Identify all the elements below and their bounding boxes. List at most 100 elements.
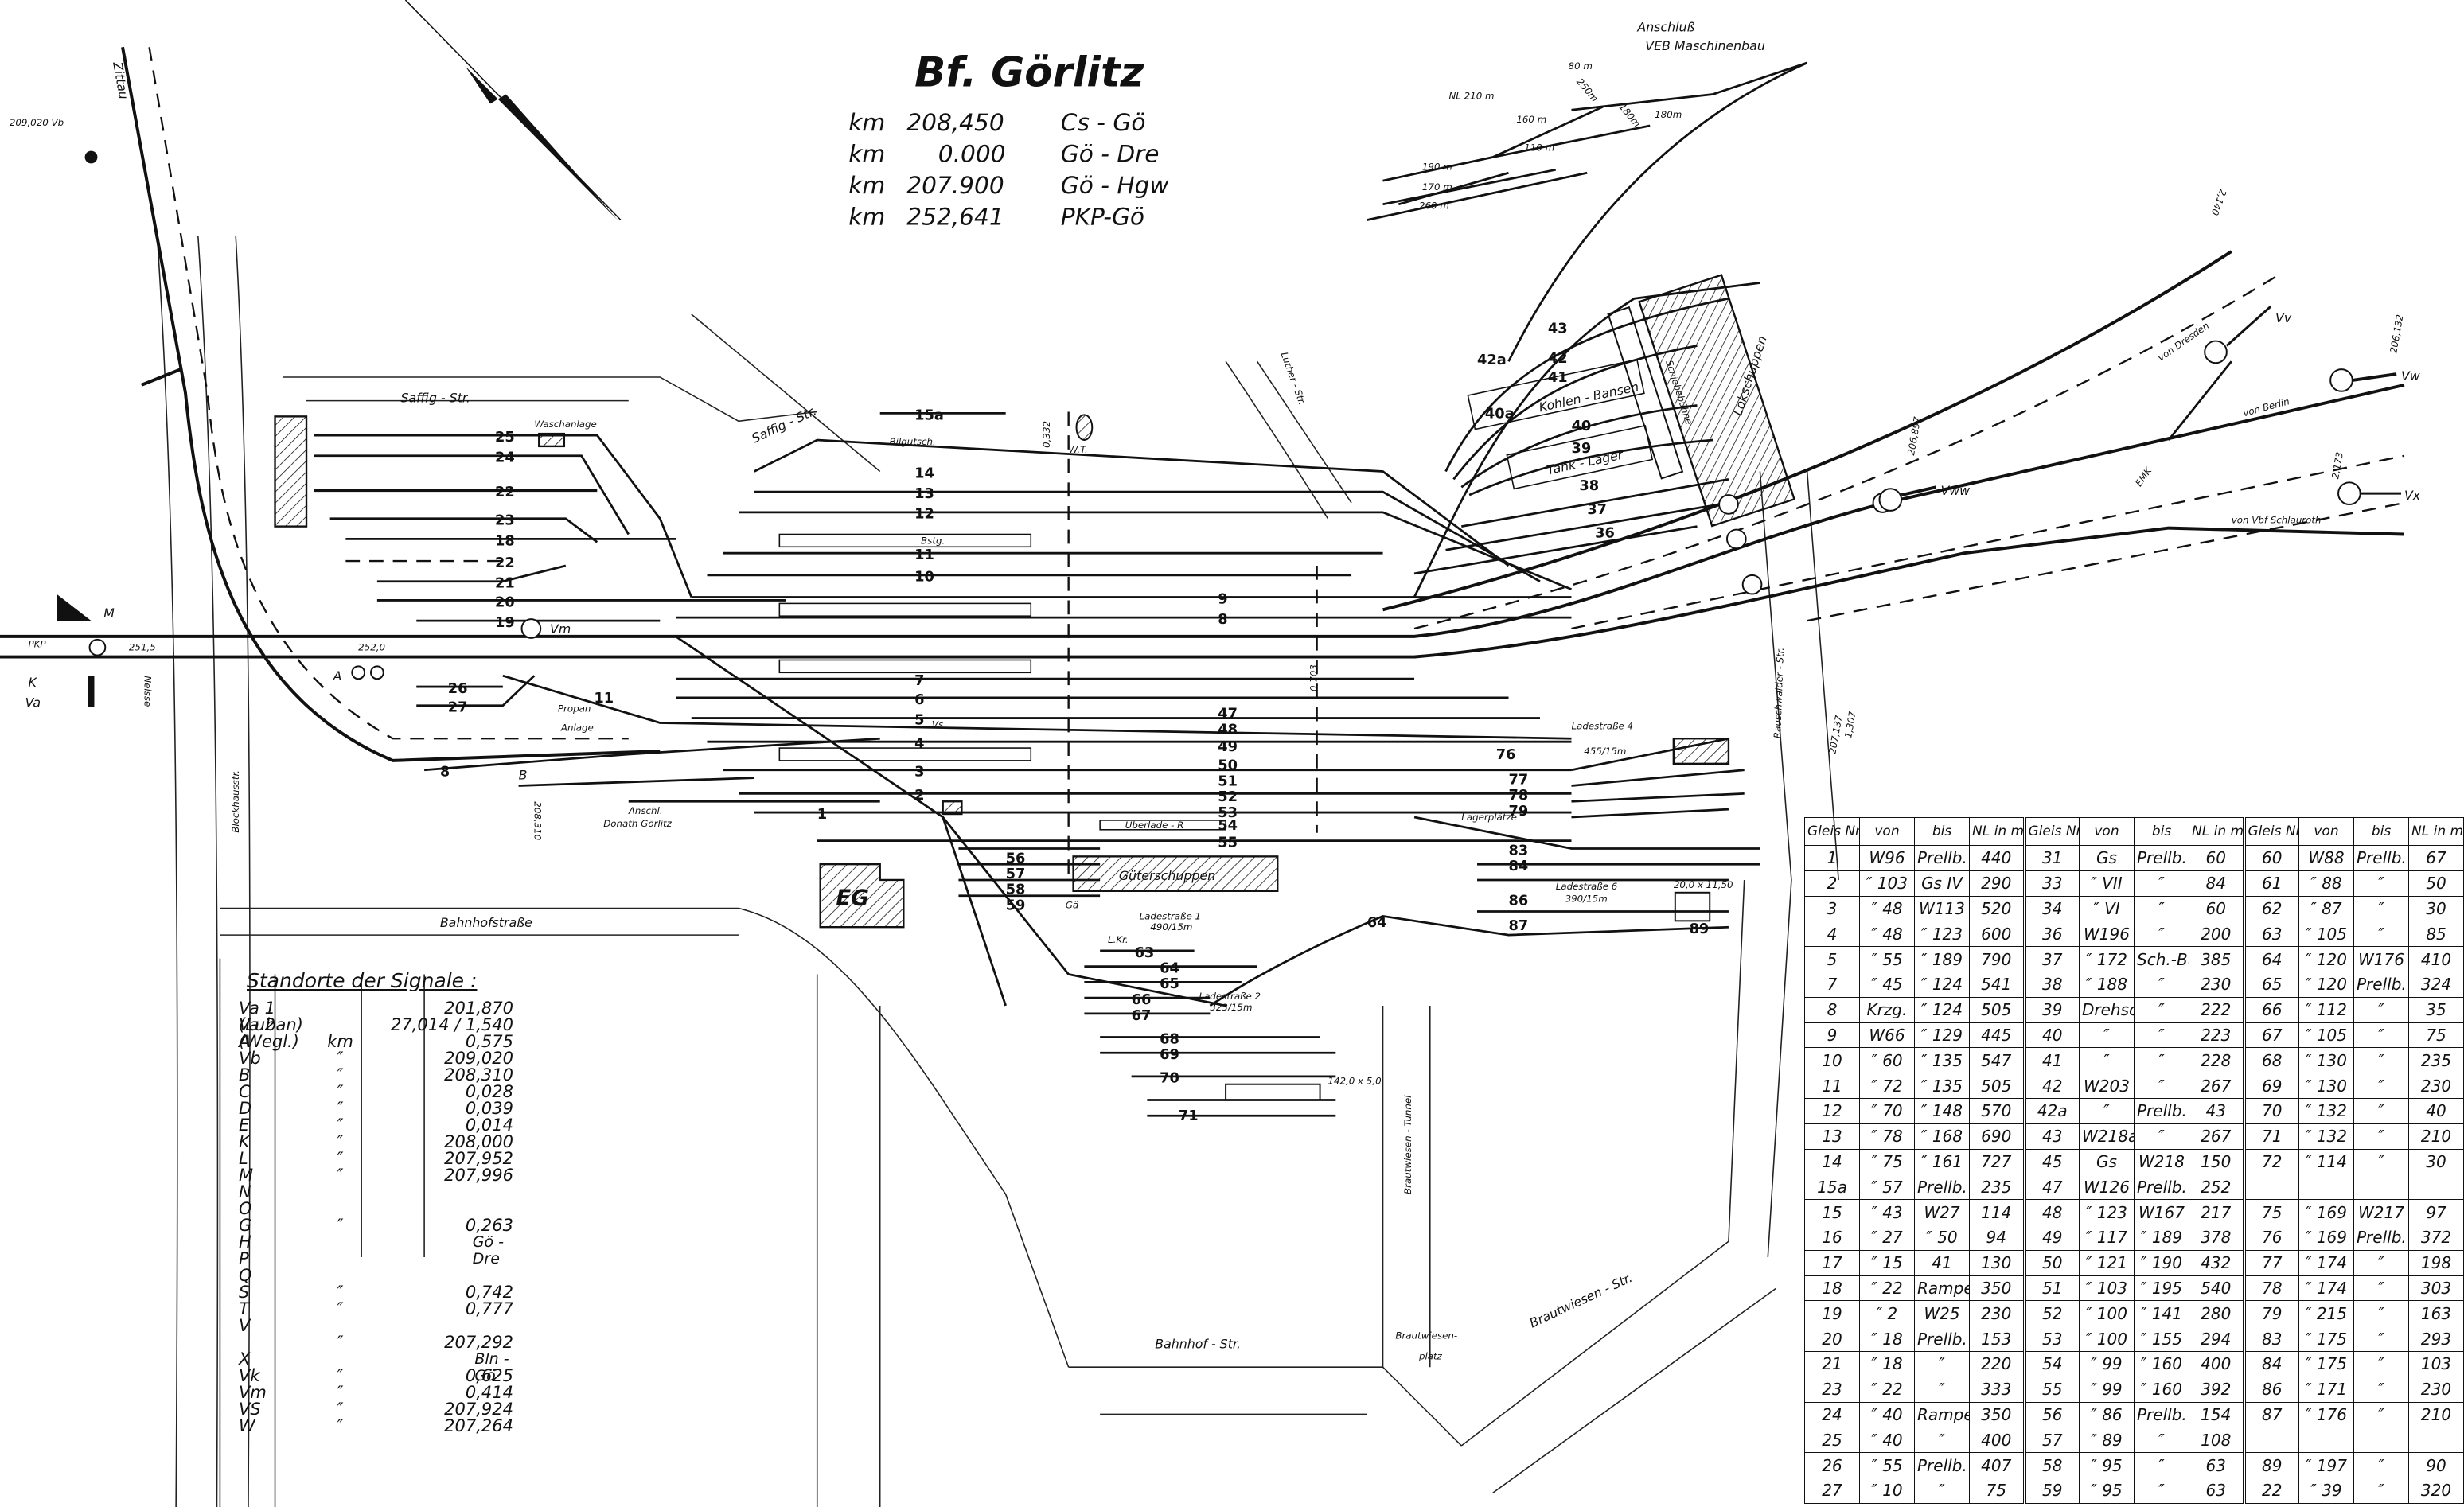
track-number: 84 [1509,859,1529,874]
table-cell: ″ 2 [1859,1300,1915,1327]
table-cell: ″ 132 [2298,1123,2354,1150]
table-cell: ″ 135 [1914,1047,1970,1074]
table-cell: Gs IV [1914,870,1970,897]
table-cell: 223 [2189,1022,2244,1049]
label-bahnhof-str: Bahnhof - Str. [1155,1337,1241,1352]
table-cell: 41 [1914,1249,1970,1276]
signal-km: 207,264 [444,1416,513,1435]
track-number: 42 [1548,351,1568,367]
label-anschluss-donath: Anschl. [628,805,663,816]
table-cell: ″ 114 [2298,1148,2354,1175]
label-signal-vv: Vv [2275,310,2292,325]
column-header: von [1859,817,1915,846]
table-cell: 87 [2242,1401,2299,1428]
table-cell: 19 [1804,1300,1860,1327]
track-numbers: 25 24 22 23 18 22 21 20 19 26 27 11 8 15… [440,321,1709,1124]
table-cell: 79 [2242,1300,2299,1327]
signal-km: 27,014 / 1,540 [390,1015,513,1034]
table-cell: ″ 175 [2298,1350,2354,1377]
table-cell: 30 [2408,895,2464,922]
turntable-building [274,415,308,528]
table-cell: 15 [1804,1199,1860,1225]
table-cell: ″ 15 [1859,1249,1915,1276]
ramp-r2 [1225,1083,1321,1101]
table-cell: ″ [2079,1097,2135,1124]
signal-name: V [239,1316,251,1335]
signal-km: 0,028 [465,1082,513,1101]
table-cell: ″ 86 [2079,1401,2135,1428]
signal-unit [302,1184,378,1201]
table-cell: 12 [1804,1097,1860,1124]
signal-note [513,1117,518,1134]
table-cell: 4 [1804,921,1860,948]
left-sidings [274,415,1572,803]
km-value: 0.000 [938,140,1006,167]
signal-unit [292,1234,355,1251]
label-lagerplaetze: Lagerplätze [1461,812,1517,823]
table-cell: 540 [2189,1275,2244,1302]
table-cell: ″ 55 [1859,1452,1915,1478]
track-number: 43 [1548,321,1568,337]
table-cell: ″ [2353,1275,2409,1302]
table-cell: 71 [2242,1123,2299,1150]
signal-a-icon [351,665,366,680]
signal-unit [302,1318,378,1334]
table-cell: 267 [2189,1123,2244,1150]
table-cell: 63 [2189,1452,2244,1478]
signal-unit: ″ [337,1366,344,1385]
column-header: bis [2353,817,2409,846]
table-cell: ″ 141 [2134,1300,2189,1327]
signal-name: Vk [239,1366,260,1385]
track-number: 8 [1218,612,1227,628]
signal-note [513,1368,518,1384]
signal-km [378,1184,513,1201]
table-cell: W113 [1914,895,1970,922]
track-number: 2 [914,788,924,804]
signal-unit: ″ [337,1216,344,1235]
table-cell: W88 [2298,845,2354,871]
table-cell: 52 [2022,1300,2080,1327]
track-number: 52 [1218,789,1238,805]
label-ladestrasse-1-dim: 490/15m [1150,921,1192,933]
table-cell: 727 [1969,1148,2025,1175]
waschanlage-building [538,432,566,448]
table-cell: 42a [2022,1097,2080,1124]
signal-row: P [239,1251,525,1268]
km-value: 252,641 [906,203,1004,230]
ueberlade-ramp [1099,820,1226,831]
table-cell: 47 [2022,1174,2080,1201]
table-cell: 53 [2022,1326,2080,1352]
signal-unit [302,1268,378,1284]
signal-unit [302,1251,378,1268]
label-km-206897: 206,897 [1905,415,1923,456]
table-cell: ″ [2079,1022,2135,1049]
signal-name: Va 1 (Luban) [239,999,303,1034]
signal-row: Q [239,1268,525,1284]
station-title: Bf. Görlitz [914,49,1144,97]
table-cell: 76 [2242,1224,2299,1251]
table-cell: 75 [1969,1477,2025,1505]
signal-row: Vk″0,625 [239,1368,525,1384]
signal-vw-icon [2329,368,2353,392]
label-blockhausstr: Blockhausstr. [230,770,241,833]
table-cell: 220 [1969,1350,2025,1377]
table-cell: Krzg. [1859,996,1915,1023]
table-cell [2353,1427,2409,1454]
column-header: NL in m [2189,817,2244,846]
label-km-208310: 208,310 [532,801,543,840]
signal-unit: ″ [337,1132,344,1151]
signal-icon [88,638,107,656]
track-number: 59 [1006,898,1026,914]
table-cell: ″ [2353,1401,2409,1428]
column-header: NL in m [1969,817,2025,846]
table-cell: 9 [1804,1022,1860,1049]
